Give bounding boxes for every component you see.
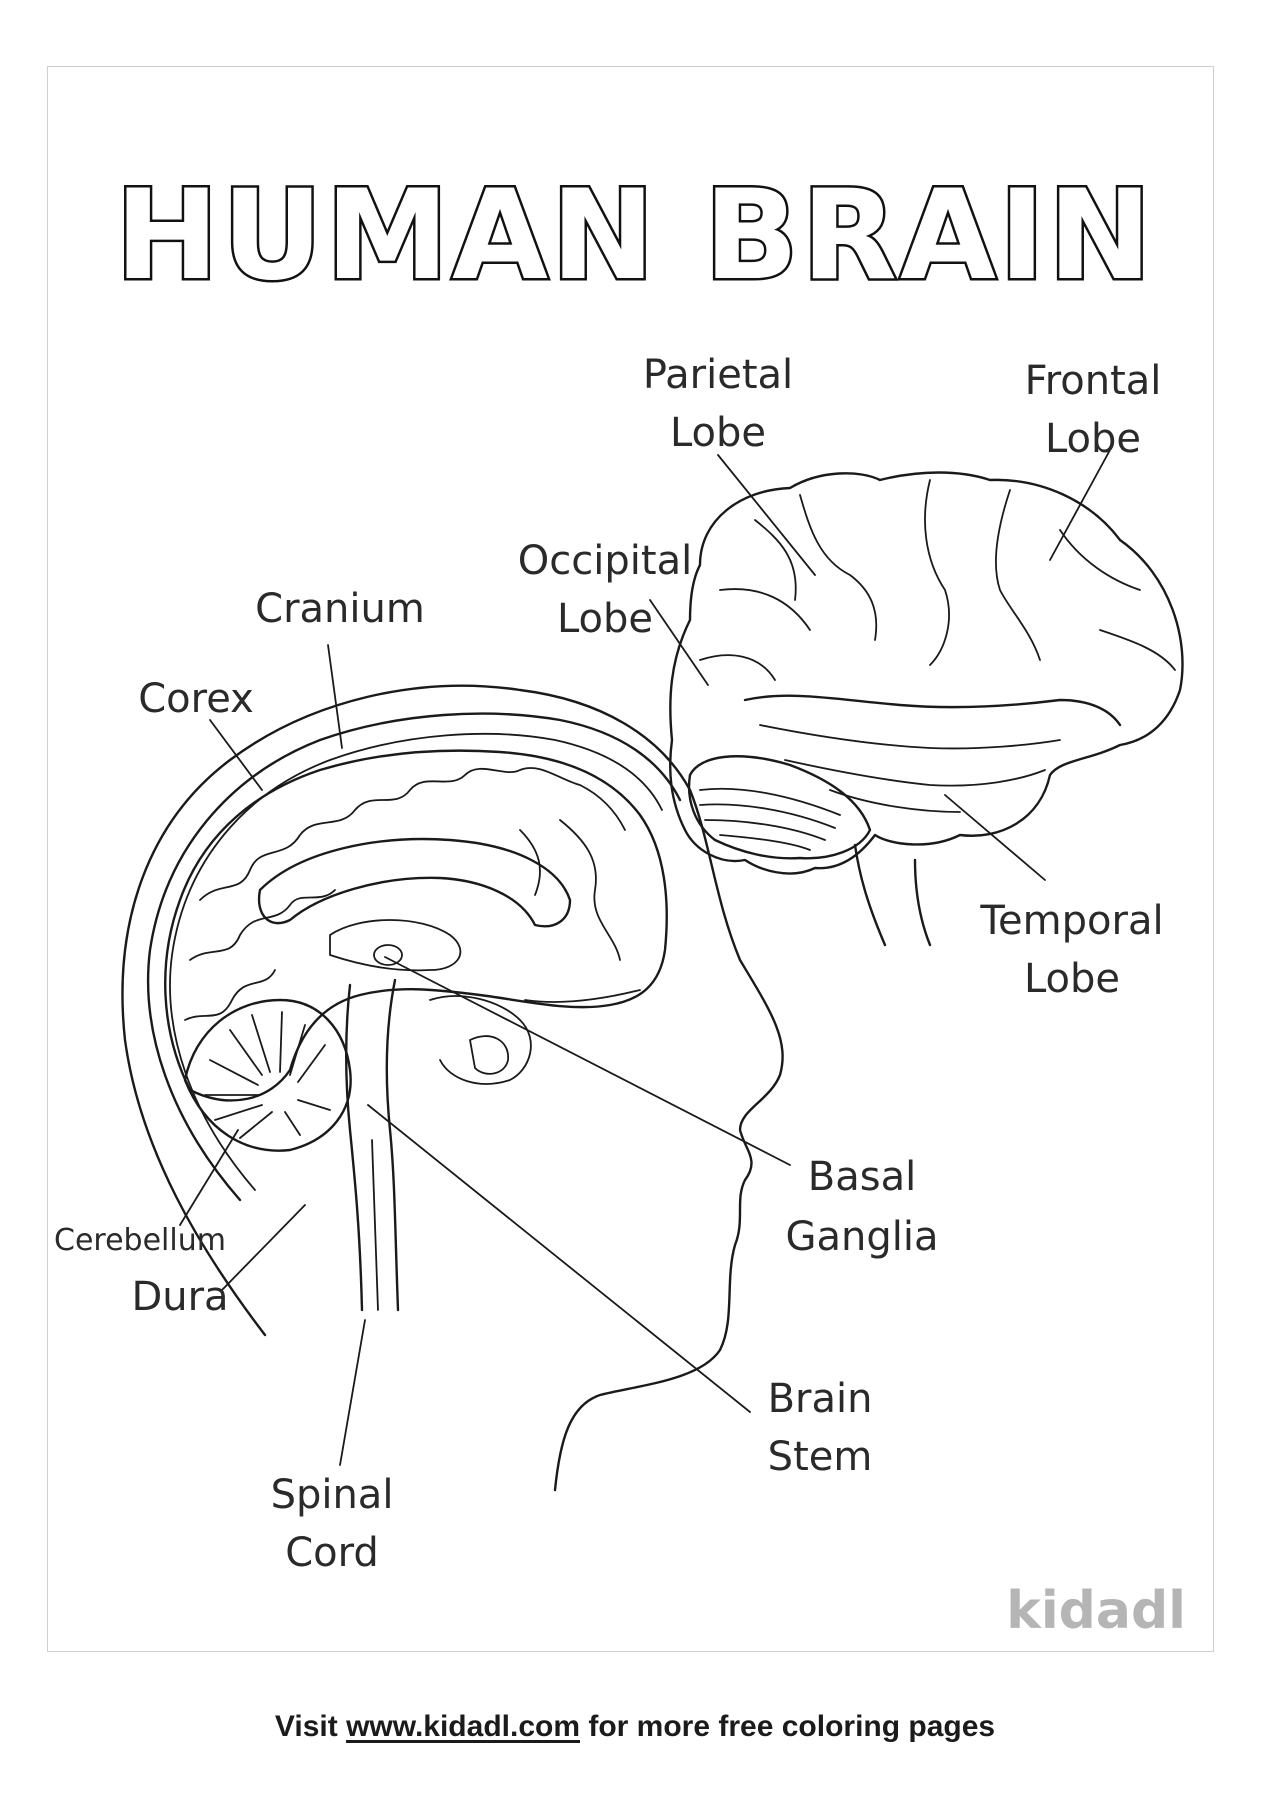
label-basal-line2: Ganglia <box>786 1214 939 1260</box>
label-occipital-line1: Occipital <box>518 538 692 584</box>
label-cerebellum: Cerebellum <box>54 1223 226 1258</box>
label-frontal-line1: Frontal <box>1025 358 1162 404</box>
label-parietal-line2: Lobe <box>670 410 766 456</box>
label-temporal-line2: Lobe <box>1024 956 1120 1002</box>
label-dura: Dura <box>131 1274 228 1320</box>
label-basal-line1: Basal <box>808 1154 916 1200</box>
label-brainstem-line1: Brain <box>768 1376 873 1422</box>
label-cranium: Cranium <box>255 586 425 632</box>
footer: Visit www.kidadl.com for more free color… <box>0 1710 1270 1744</box>
label-brainstem-line2: Stem <box>768 1434 873 1480</box>
label-corex: Corex <box>138 676 254 722</box>
head-section-illustration <box>122 686 782 1490</box>
kidadl-logo: kidadl <box>1006 1581 1186 1641</box>
footer-prefix: Visit <box>275 1710 346 1743</box>
label-frontal-line2: Lobe <box>1045 416 1141 462</box>
page-title: HUMAN BRAIN <box>115 164 1155 308</box>
lateral-brain-illustration <box>670 473 1182 946</box>
footer-suffix: for more free coloring pages <box>580 1710 995 1743</box>
label-temporal-line1: Temporal <box>979 898 1163 944</box>
footer-link[interactable]: www.kidadl.com <box>346 1710 580 1743</box>
label-parietal-line1: Parietal <box>643 352 793 398</box>
label-occipital-line2: Lobe <box>557 596 653 642</box>
label-spinal-line2: Cord <box>285 1530 379 1576</box>
label-spinal-line1: Spinal <box>271 1472 394 1518</box>
